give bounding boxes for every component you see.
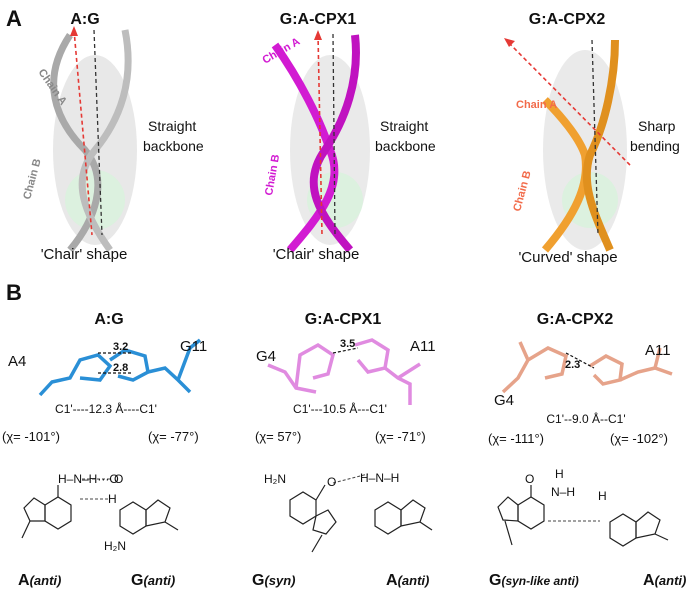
- atom-nh: N–H: [551, 485, 575, 499]
- axis-arrow-red: [314, 30, 322, 40]
- chi-right: (χ= -102°): [610, 431, 668, 446]
- pair-title: G:A-CPX1: [305, 311, 382, 328]
- backbone-chain-a: [271, 42, 339, 253]
- helix-axis-red: [505, 39, 631, 166]
- hbond-1: [565, 352, 595, 369]
- atom-h2n: H₂N: [104, 539, 126, 553]
- chi-left: (χ= 57°): [255, 429, 301, 444]
- atom-h-n-h: H–N–H···O: [58, 472, 119, 486]
- backbone-chain-b: [309, 34, 360, 253]
- base-right: A(anti): [386, 572, 429, 589]
- label-chain-b: Chain B: [263, 153, 282, 196]
- chi-left: (χ= -101°): [2, 429, 60, 444]
- stick-model: [267, 338, 421, 405]
- title-ag: A:G: [70, 11, 99, 28]
- pair-cpx2: G:A-CPX2 2.3 G4 A11 C1'--9.0 Å--C1' (χ= …: [488, 311, 686, 589]
- shape-cpx1: 'Chair' shape: [273, 246, 360, 263]
- base-left: G(syn): [252, 572, 296, 589]
- note-ag-line1: Straight: [148, 118, 196, 134]
- dist-1: 2.3: [565, 359, 580, 371]
- stick-model: [501, 341, 673, 394]
- atom-h: H: [108, 492, 117, 506]
- chi-right: (χ= -77°): [148, 429, 199, 444]
- dist-2: 2.8: [113, 362, 128, 374]
- res-right: A11: [410, 338, 436, 355]
- label-chain-a: Chain A: [261, 36, 303, 67]
- base-left: G(syn-like anti): [489, 572, 579, 589]
- chem-drawing: [21, 485, 179, 539]
- panel-a: A A:G Chain A Chain B Straight backbone …: [6, 6, 680, 266]
- panel-a-letter: A: [6, 6, 22, 31]
- base-left: A(anti): [18, 572, 61, 589]
- structure-ag: A:G Chain A Chain B Straight backbone 'C…: [21, 11, 204, 263]
- axis-arrow-red: [504, 38, 515, 47]
- label-chain-b: Chain B: [511, 169, 533, 212]
- structure-cpx2: G:A-CPX2 Chain A Chain B Sharp bending '…: [504, 11, 680, 266]
- title-cpx2: G:A-CPX2: [529, 11, 606, 28]
- res-right: G11: [180, 338, 207, 355]
- pair-ag: A:G 3.2 2.8 A4 G11 C1'----12.3 Å----C1' …: [2, 311, 207, 589]
- helix-axis-black: [93, 29, 103, 236]
- c1-distance: C1'--9.0 Å--C1': [546, 411, 625, 426]
- chi-right: (χ= -71°): [375, 429, 426, 444]
- structure-cpx1: G:A-CPX1 Chain A Chain B Straight backbo…: [261, 11, 436, 263]
- backbone-chain-b: [582, 39, 619, 252]
- res-left: G4: [494, 392, 514, 409]
- c1-distance: C1'---10.5 Å---C1': [293, 401, 387, 416]
- pair-title: A:G: [94, 311, 123, 328]
- hbond-1: [332, 347, 359, 354]
- atom-nh: H₂N: [264, 472, 286, 486]
- atom-o: O: [525, 472, 534, 486]
- helix-axis-red: [73, 29, 93, 236]
- res-left: G4: [256, 348, 276, 365]
- atom-o: O: [114, 472, 123, 486]
- chem-drawing: [497, 485, 669, 547]
- res-left: A4: [8, 353, 26, 370]
- res-right: A11: [645, 342, 671, 359]
- backbone-chain-b: [78, 29, 132, 253]
- panel-b: B A:G 3.2 2.8 A4 G11 C1'----12.3 Å----C1…: [2, 280, 686, 589]
- atom-h2: H: [598, 489, 607, 503]
- helix-axis-black: [591, 39, 599, 236]
- note-cpx1-line1: Straight: [380, 118, 428, 134]
- hbond-chem-1: [332, 473, 369, 484]
- shape-ag: 'Chair' shape: [41, 246, 128, 263]
- label-chain-b: Chain B: [21, 157, 43, 200]
- c1-distance: C1'----12.3 Å----C1': [55, 401, 157, 416]
- base-right: G(anti): [131, 572, 175, 589]
- pair-cpx1: G:A-CPX1 3.5 G4 A11 C1'---10.5 Å---C1' (…: [252, 311, 436, 589]
- shape-cpx2: 'Curved' shape: [518, 249, 617, 266]
- base-right: A(anti): [643, 572, 686, 589]
- note-cpx1-line2: backbone: [375, 138, 436, 154]
- atom-h: H: [555, 467, 564, 481]
- pair-title: G:A-CPX2: [537, 311, 614, 328]
- atom-o: O: [327, 475, 336, 489]
- note-cpx2-line1: Sharp: [638, 118, 676, 134]
- backbone-chain-a: [541, 97, 590, 253]
- axis-arrow-red: [70, 26, 78, 36]
- helix-axis-black: [332, 33, 336, 236]
- label-chain-a: Chain A: [516, 99, 557, 111]
- chi-left: (χ= -111°): [488, 431, 544, 446]
- helix-axis-red: [317, 33, 323, 236]
- dist-1: 3.2: [113, 341, 128, 353]
- atom-hnh: H–N–H: [360, 471, 399, 485]
- title-cpx1: G:A-CPX1: [280, 11, 357, 28]
- stick-model: [38, 338, 202, 397]
- note-ag-line2: backbone: [143, 138, 204, 154]
- chem-drawing: [289, 484, 433, 553]
- note-cpx2-line2: bending: [630, 138, 680, 154]
- panel-b-letter: B: [6, 280, 22, 305]
- dist-1: 3.5: [340, 338, 355, 350]
